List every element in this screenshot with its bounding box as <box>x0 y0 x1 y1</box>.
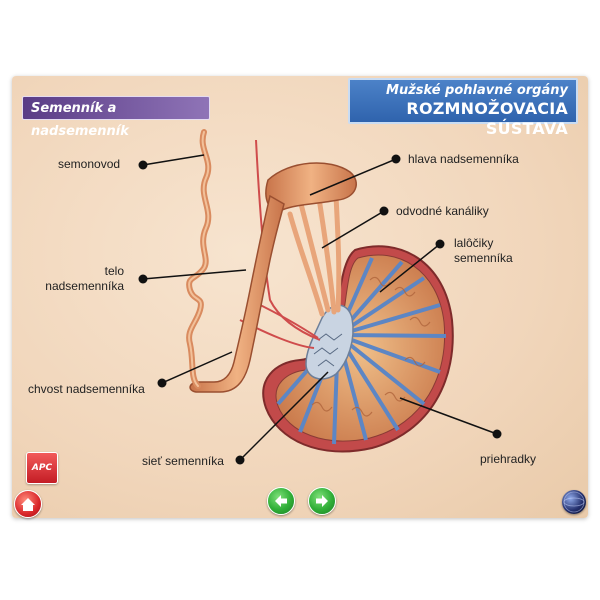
arrow-right-icon <box>316 495 328 507</box>
epididymis-body <box>189 194 285 393</box>
apc-logo[interactable]: APC <box>26 452 58 484</box>
label-chvost: chvost nadsemenníka <box>28 382 145 396</box>
section-title: Semenník a nadsemenník <box>22 96 210 139</box>
globe-icon <box>563 491 585 513</box>
home-button[interactable] <box>14 490 42 518</box>
label-telo-line2: nadsemenníka <box>45 279 124 293</box>
label-telo-line1: telo <box>104 264 124 278</box>
testis-body <box>262 245 454 453</box>
header-subtitle: Mužské pohlavné orgány <box>386 83 568 98</box>
label-lalociky: lalôčiky semenníka <box>454 236 513 266</box>
label-lalociky-line1: lalôčiky <box>454 236 494 250</box>
label-odvodne: odvodné kanáliky <box>396 204 489 218</box>
prev-button[interactable] <box>267 487 295 515</box>
label-priehradky: priehradky <box>480 452 537 466</box>
label-semonovod: semonovod <box>58 157 121 171</box>
rete-testis <box>305 304 354 380</box>
leader-dots <box>138 154 502 465</box>
header-banner: Mužské pohlavné orgány ROZMNOŽOVACIA SÚS… <box>348 78 578 138</box>
label-telo: telo nadsemenníka <box>40 264 124 294</box>
globe-button[interactable] <box>562 490 586 514</box>
efferent-ductules <box>287 189 342 317</box>
leader-lines <box>142 154 498 461</box>
content-panel <box>12 76 588 518</box>
arrow-left-icon <box>275 495 287 507</box>
label-lalociky-line2: semenníka <box>454 251 513 265</box>
next-button[interactable] <box>308 487 336 515</box>
label-siet: sieť semenníka <box>142 454 224 468</box>
label-hlava: hlava nadsemenníka <box>408 152 519 166</box>
home-icon <box>21 498 35 511</box>
header-title: ROZMNOŽOVACIA SÚSTAVA <box>406 99 568 138</box>
septa <box>276 257 447 445</box>
